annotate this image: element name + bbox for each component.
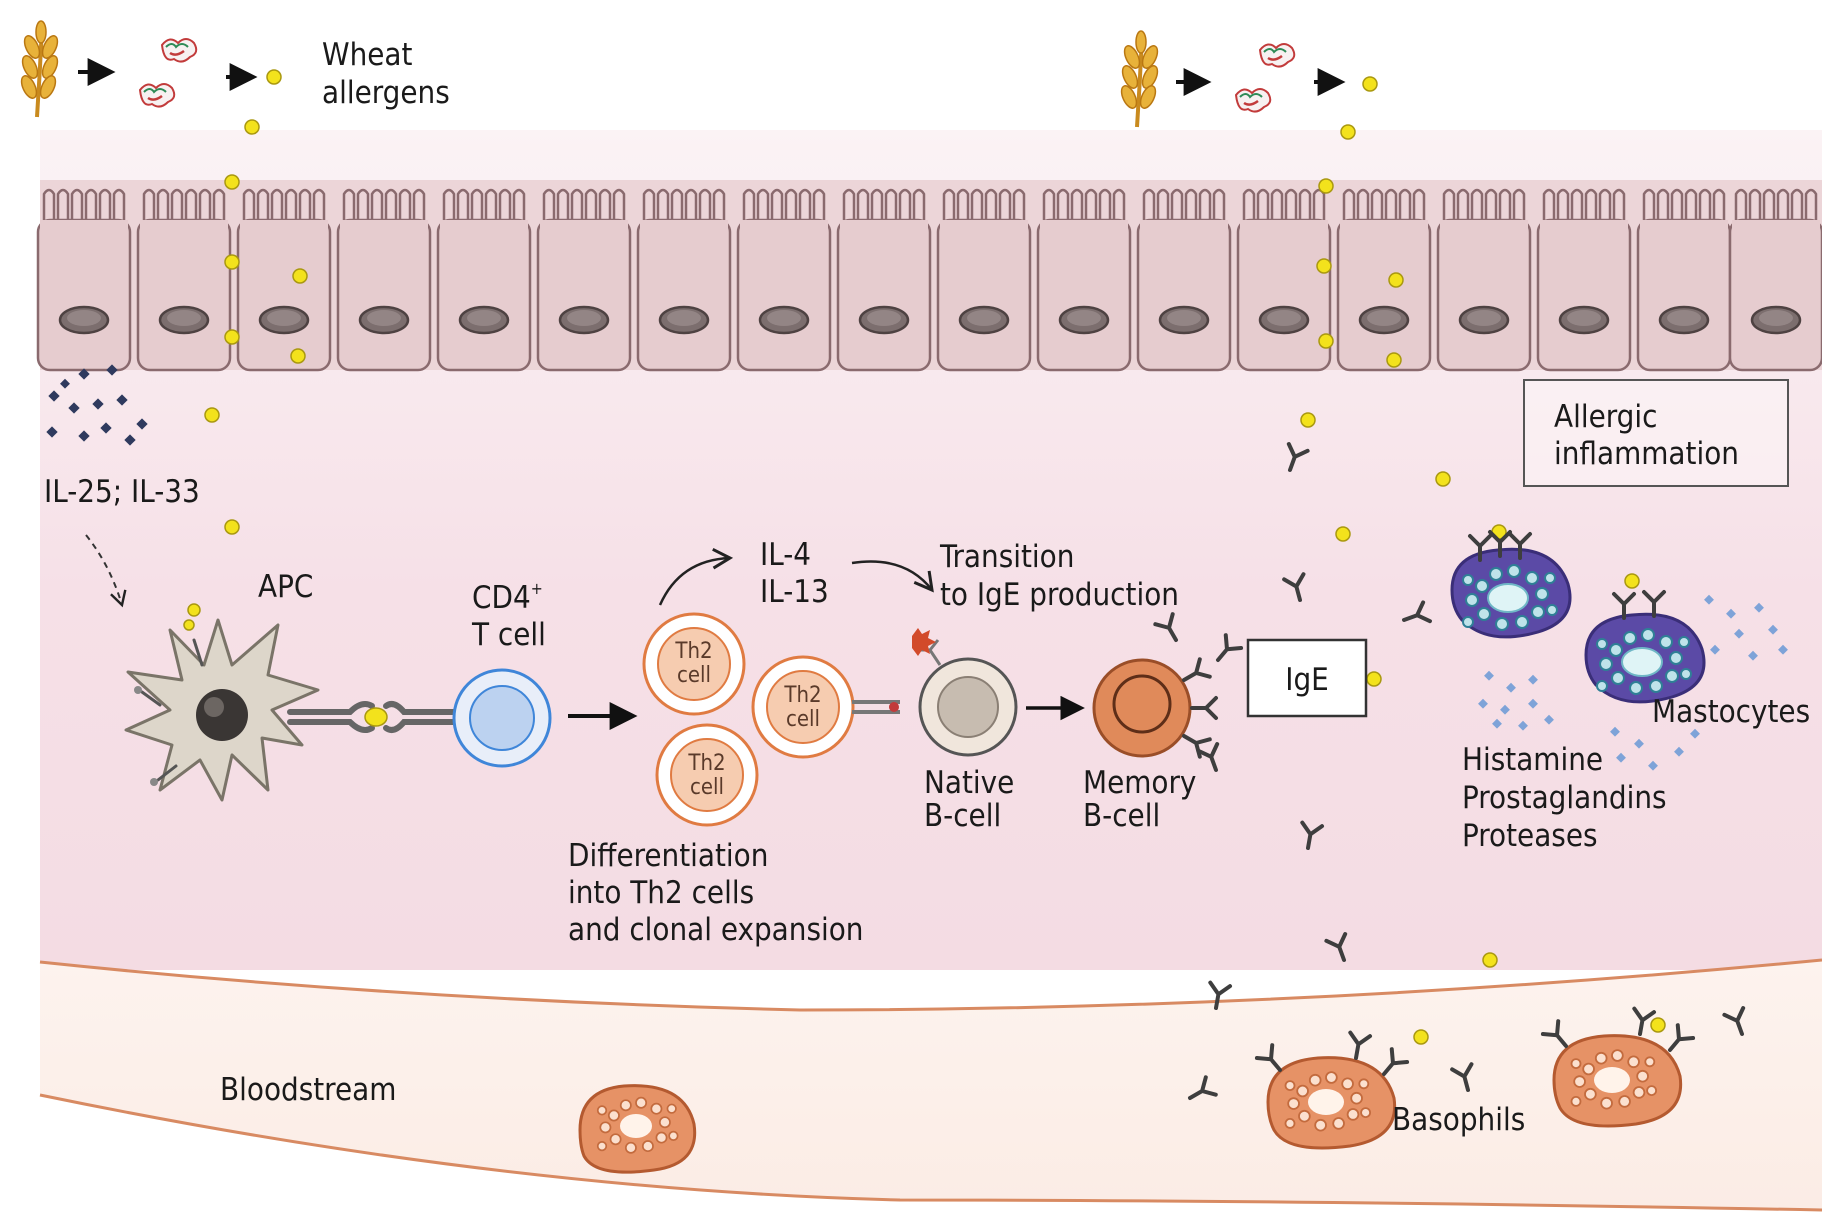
mastocyte [1450, 530, 1572, 639]
transition-curve-arrow [851, 560, 934, 593]
wheat-sequence-right [1116, 29, 1346, 129]
th2-cell: Th2 cell [655, 723, 759, 827]
allergen-dots [204, 69, 1666, 1045]
il25-il33-label: IL-25; IL-33 [44, 474, 200, 510]
mediator-dots [1478, 594, 1788, 771]
th2-cell-label: cell [786, 707, 820, 732]
basophils-label: Basophils [1392, 1102, 1525, 1138]
protein-icon [1258, 42, 1296, 68]
basophil [1540, 1006, 1696, 1128]
mediator-proteases: Proteases [1462, 818, 1598, 854]
th2-cell-label: cell [677, 663, 711, 688]
th2-label: Th2 [687, 751, 725, 776]
differentiation-label-line2: into Th2 cells [568, 875, 754, 911]
allergic-label-line1: Allergic [1554, 399, 1657, 435]
cd4-label: CD4+ [472, 579, 543, 616]
protein-icon [160, 37, 198, 63]
differentiation-label-line1: Differentiation [568, 838, 768, 874]
apc-cell [124, 603, 463, 802]
cd4-t-cell [452, 668, 552, 768]
protein-icon [1234, 87, 1272, 113]
ige-label: IgE [1285, 662, 1329, 698]
th2-cell: Th2 cell [751, 655, 855, 759]
wheat-label-line1: Wheat [322, 37, 413, 73]
memory-label-line1: Memory [1083, 765, 1196, 801]
mediator-prostaglandins: Prostaglandins [1462, 780, 1667, 816]
il13-label: IL-13 [760, 574, 829, 610]
native-label-line1: Native [924, 765, 1014, 801]
native-b-cell [912, 628, 1018, 757]
basophil [1254, 1030, 1410, 1150]
wheat-icon [16, 19, 63, 119]
wheat-sequence-left [16, 19, 258, 119]
blood-cell [578, 1084, 697, 1174]
allergic-inflammation-box [1523, 379, 1789, 487]
th2-bcell-link [852, 700, 900, 714]
allergic-label-line2: inflammation [1554, 436, 1739, 472]
protein-icon [138, 82, 176, 108]
mastocytes-label: Mastocytes [1652, 694, 1810, 730]
th2-label: Th2 [783, 683, 821, 708]
memory-label-line2: B-cell [1083, 798, 1160, 834]
wheat-label-line2: allergens [322, 75, 450, 111]
wheat-icon [1116, 29, 1163, 129]
differentiation-label-line3: and clonal expansion [568, 912, 863, 948]
transition-label-line1: Transition [939, 539, 1074, 575]
il4-curve-arrow [658, 547, 734, 606]
bloodstream-vessel [39, 958, 1822, 1226]
transition-label-line2: to IgE production [940, 577, 1179, 613]
native-label-line2: B-cell [924, 798, 1001, 834]
th2-cell-label: cell [690, 775, 724, 800]
apc-label: APC [258, 569, 313, 605]
th2-cell: Th2 cell [642, 612, 746, 716]
ige-box [1246, 638, 1368, 718]
il-dashed-arrow [85, 534, 127, 608]
il4-label: IL-4 [760, 537, 811, 573]
mastocyte [1584, 590, 1706, 704]
bloodstream-label: Bloodstream [220, 1072, 396, 1108]
mediator-histamine: Histamine [1462, 742, 1603, 778]
link-dot [889, 702, 899, 712]
t-cell-label: T cell [471, 617, 546, 653]
memory-b-cell [1092, 657, 1218, 759]
epithelium-layer [36, 180, 1822, 372]
th2-label: Th2 [674, 639, 712, 664]
